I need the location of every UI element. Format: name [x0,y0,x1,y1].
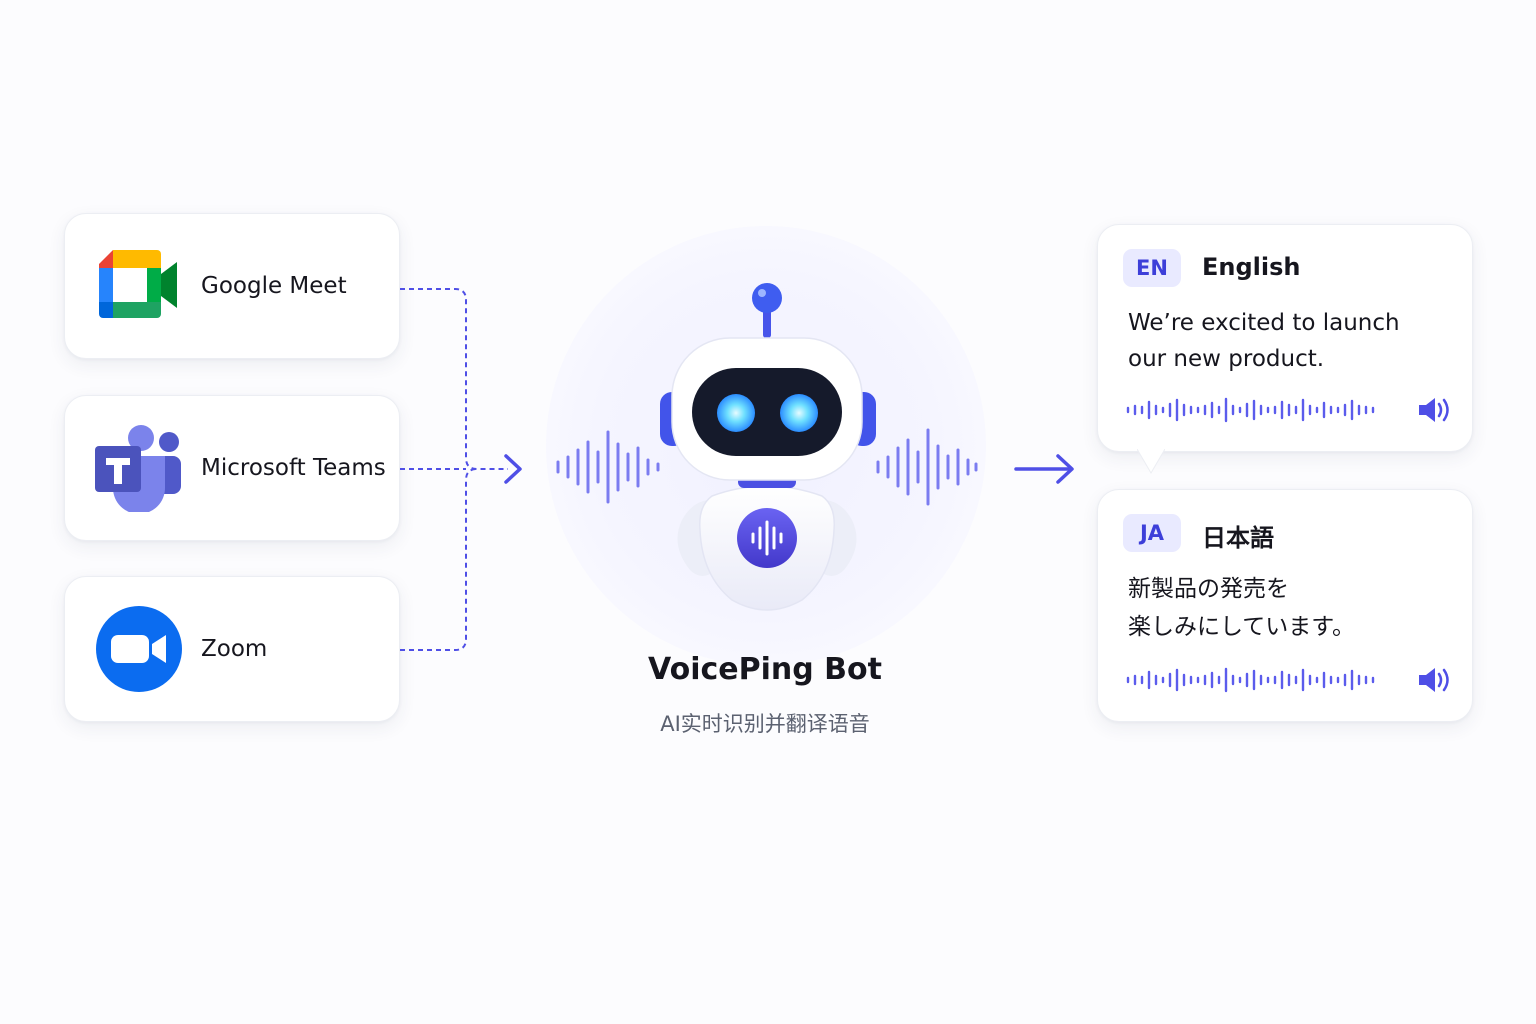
language-name: English [1202,253,1301,281]
platform-card-microsoft-teams: Microsoft Teams [64,395,400,541]
google-meet-icon [99,250,177,318]
platform-name: Zoom [201,636,268,662]
dashed-connectors [400,288,508,651]
translation-card-japanese: JA 日本語 新製品の発売を 楽しみにしています。 [1097,489,1473,722]
language-code-badge: EN [1123,249,1181,287]
sound-wave-left [556,430,660,504]
sound-wave-right [876,428,978,506]
platform-name: Microsoft Teams [201,455,386,481]
platform-card-zoom: Zoom [64,576,400,722]
audio-waveform-icon [1126,397,1375,423]
translation-text: We’re excited to launch our new product. [1128,305,1458,377]
zoom-icon [96,606,182,692]
bot-subtitle: AI实时识别并翻译语音 [660,712,870,736]
translation-line: 新製品の発売を [1128,576,1289,602]
speech-bubble-tail [1137,449,1165,474]
translation-text: 新製品の発売を 楽しみにしています。 [1128,570,1458,646]
translation-line: our new product. [1128,346,1325,372]
platform-name: Google Meet [201,273,347,299]
robot-icon [556,283,978,611]
language-name: 日本語 [1202,524,1274,552]
language-code-badge: JA [1123,514,1181,552]
speaker-icon[interactable] [1416,395,1452,425]
speaker-icon[interactable] [1416,665,1452,695]
bot-name: VoicePing Bot [648,652,882,687]
platform-card-google-meet: Google Meet [64,213,400,359]
microsoft-teams-icon [95,425,181,512]
translation-line: We’re excited to launch [1128,310,1400,336]
translation-card-english: EN English We’re excited to launch our n… [1097,224,1473,452]
translation-line: 楽しみにしています。 [1128,614,1356,640]
input-arrow-icon [504,454,522,484]
audio-waveform-icon [1126,667,1375,693]
output-arrow-icon [1014,454,1074,484]
